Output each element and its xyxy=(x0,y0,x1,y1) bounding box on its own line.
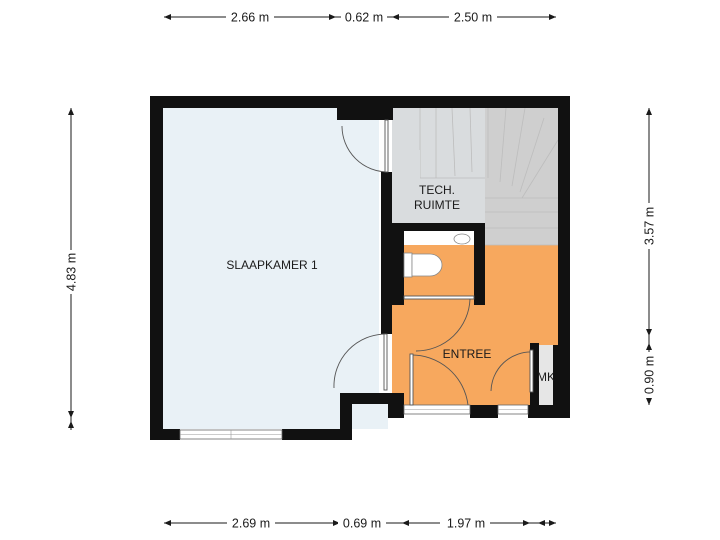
toilet-cistern xyxy=(403,252,413,278)
room-floors xyxy=(163,108,558,429)
right-dimension-upper: 3.57 m xyxy=(643,207,657,245)
technical-room-label-line2: RUIMTE xyxy=(414,198,460,212)
bottom-dimension-1: 2.69 m xyxy=(232,517,270,531)
toilet-door-leaf xyxy=(403,295,475,300)
fixtures xyxy=(403,233,471,278)
walls xyxy=(150,96,570,440)
toilet-right-wall xyxy=(474,223,485,305)
top-dimension-2: 0.62 m xyxy=(345,11,383,25)
bedroom-lower-door-leaf xyxy=(383,333,388,391)
outer-wall-left xyxy=(150,96,163,440)
entrance-bottom-wall-left xyxy=(388,393,404,418)
meter-cupboard-door-swing xyxy=(490,351,534,392)
entrance-label: ENTREE xyxy=(443,347,492,361)
bedroom-top-door-leaf xyxy=(384,119,389,173)
entrance-bottom-wall-mid xyxy=(470,405,498,418)
front-door-leaf xyxy=(409,353,414,406)
bottom-dimension-3: 1.97 m xyxy=(447,517,485,531)
front-door-swing xyxy=(409,354,469,406)
bedroom-top-door-swing xyxy=(341,125,389,173)
recess-top-wall xyxy=(340,393,388,404)
partition-bedroom-mid xyxy=(381,172,392,334)
top-dimension-3: 2.50 m xyxy=(454,11,492,25)
bedroom-bottom-wall-right xyxy=(282,429,352,440)
outer-wall-right-upper xyxy=(558,96,570,346)
technical-room-label-line1: TECH. xyxy=(419,183,455,197)
meter-cupboard-label: MK xyxy=(537,370,555,384)
right-dimension-line: 3.57 m 0.90 m xyxy=(640,108,658,405)
left-dimension-line: 4.83 m xyxy=(62,108,80,430)
bedroom-floor xyxy=(163,108,379,429)
tech-room-bottom-wall xyxy=(392,223,485,231)
right-dimension-lower: 0.90 m xyxy=(643,356,657,394)
staircase xyxy=(392,107,559,246)
meter-cupboard-door-leaf xyxy=(529,349,534,393)
meter-cupboard-wall xyxy=(530,343,539,405)
bedroom-label: SLAAPKAMER 1 xyxy=(226,258,318,272)
bottom-dimension-line: 2.69 m 0.69 m 1.97 m xyxy=(164,514,556,532)
toilet-bottom-wall xyxy=(392,295,404,305)
left-dimension: 4.83 m xyxy=(65,253,79,291)
hand-basin-icon xyxy=(453,233,471,245)
entrance-bottom-wall-right xyxy=(528,405,570,418)
entrance-floor-lower xyxy=(392,295,485,405)
recess-left-wall xyxy=(340,393,352,440)
room-labels: SLAAPKAMER 1 TECH. RUIMTE ENTREE MK xyxy=(226,183,555,384)
windows xyxy=(179,404,529,440)
partition-bedroom-upper-stub xyxy=(337,108,393,120)
top-dimension-line: 2.66 m 0.62 m 2.50 m xyxy=(164,8,556,26)
outer-wall-right-lower xyxy=(553,345,570,418)
toilet-left-wall xyxy=(392,223,404,295)
outer-wall-top xyxy=(150,96,570,108)
bedroom-bottom-wall-left xyxy=(150,429,180,440)
toilet-door-swing xyxy=(415,298,471,352)
top-dimension-1: 2.66 m xyxy=(231,11,269,25)
bottom-dimension-2: 0.69 m xyxy=(343,517,381,531)
toilet-bowl-icon xyxy=(411,253,443,277)
doors xyxy=(333,119,534,406)
bedroom-recess-floor xyxy=(352,404,388,429)
bedroom-lower-door-swing xyxy=(333,333,387,389)
